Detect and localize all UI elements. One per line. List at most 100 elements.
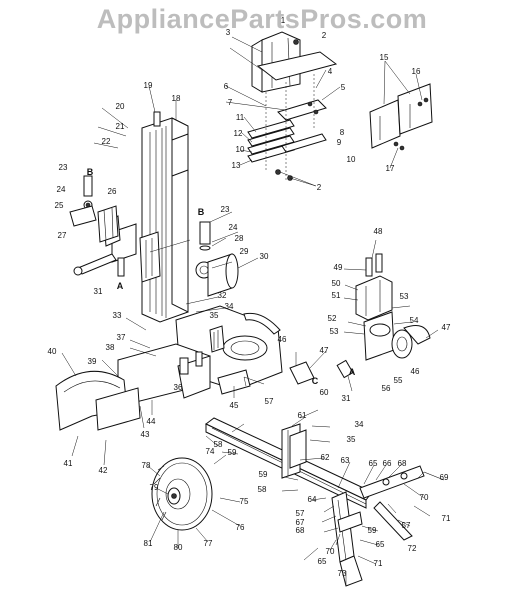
callout-35-2: 35 [347, 435, 356, 444]
callout-65: 65 [369, 459, 378, 468]
callout-8: 8 [340, 128, 345, 137]
tongue-beam [205, 417, 373, 509]
callout-b: B [87, 167, 94, 177]
callout-29: 29 [240, 247, 249, 256]
callout-71: 71 [442, 514, 451, 523]
callout-81: 81 [144, 539, 153, 548]
callout-68-2: 68 [296, 526, 305, 535]
callout-a-2: A [349, 367, 356, 377]
callout-41: 41 [64, 459, 73, 468]
callout-80: 80 [174, 543, 183, 552]
callout-79: 79 [150, 483, 159, 492]
callout-38: 38 [106, 343, 115, 352]
callout-47-2: 47 [442, 323, 451, 332]
watermark: AppliancePartsPros.com [96, 4, 428, 34]
callout-57-3: 57 [402, 521, 411, 530]
callout-10-2: 10 [347, 155, 356, 164]
wheel [151, 457, 213, 531]
callout-59: 59 [228, 448, 237, 457]
callout-16: 16 [412, 67, 421, 76]
callout-75: 75 [240, 497, 249, 506]
callout-25: 25 [55, 201, 64, 210]
callout-15: 15 [380, 53, 389, 62]
jack-stand [331, 491, 363, 587]
callout-34-2: 34 [355, 420, 364, 429]
callout-22: 22 [102, 137, 111, 146]
callout-70-2: 70 [326, 547, 335, 556]
callout-57: 57 [265, 397, 274, 406]
callout-18: 18 [172, 94, 181, 103]
callout-35: 35 [210, 311, 219, 320]
pump-assembly [289, 253, 431, 385]
callout-56: 56 [382, 384, 391, 393]
callout-50: 50 [332, 279, 341, 288]
callout-33: 33 [113, 311, 122, 320]
callout-58: 58 [214, 440, 223, 449]
callout-54: 54 [410, 316, 419, 325]
callout-57-2: 57 [296, 509, 305, 518]
callout-71-2: 71 [374, 559, 383, 568]
bracket-assembly [247, 31, 338, 181]
callout-47: 47 [320, 346, 329, 355]
callout-51: 51 [332, 291, 341, 300]
callout-48: 48 [374, 227, 383, 236]
callout-55: 55 [394, 376, 403, 385]
callout-77: 77 [204, 539, 213, 548]
callout-3: 3 [226, 28, 231, 37]
callout-49: 49 [334, 263, 343, 272]
callout-59-2: 59 [259, 470, 268, 479]
callout-b-2: B [198, 207, 205, 217]
main-frame [117, 343, 251, 403]
hitch-assembly [359, 465, 445, 541]
callout-59-3: 59 [368, 526, 377, 535]
callout-42: 42 [99, 466, 108, 475]
callout-13: 13 [232, 161, 241, 170]
callout-45: 45 [230, 401, 239, 410]
callout-53-2: 53 [330, 327, 339, 336]
callout-46: 46 [278, 335, 287, 344]
callout-27: 27 [58, 231, 67, 240]
callout-52: 52 [328, 314, 337, 323]
callout-40: 40 [48, 347, 57, 356]
callout-17: 17 [386, 164, 395, 173]
callout-68: 68 [398, 459, 407, 468]
callout-70: 70 [420, 493, 429, 502]
side-guide-plates [369, 83, 433, 151]
callout-76: 76 [236, 523, 245, 532]
callout-19: 19 [144, 81, 153, 90]
callout-65-2: 65 [376, 540, 385, 549]
upright-beam [141, 111, 189, 323]
callout-23-2: 23 [221, 205, 230, 214]
callout-32: 32 [218, 291, 227, 300]
callout-31-2: 31 [342, 394, 351, 403]
callout-5: 5 [341, 83, 346, 92]
callout-c: C [312, 376, 319, 386]
callout-labels: 1223456789101011121315161718192021222323… [48, 16, 451, 578]
callout-60: 60 [320, 388, 329, 397]
callout-74: 74 [206, 447, 215, 456]
callout-61: 61 [298, 411, 307, 420]
callout-62: 62 [321, 453, 330, 462]
callout-34: 34 [225, 302, 234, 311]
callout-21: 21 [116, 122, 125, 131]
callout-20: 20 [116, 102, 125, 111]
callout-31: 31 [94, 287, 103, 296]
callout-72: 72 [408, 544, 417, 553]
callout-64: 64 [308, 495, 317, 504]
callout-37: 37 [117, 333, 126, 342]
callout-28: 28 [235, 234, 244, 243]
callout-58-2: 58 [258, 485, 267, 494]
callout-12: 12 [234, 129, 243, 138]
callout-78: 78 [142, 461, 151, 470]
callout-24: 24 [57, 185, 66, 194]
hydraulic-cylinder [195, 221, 239, 297]
callout-53: 53 [400, 292, 409, 301]
callout-65-3: 65 [318, 557, 327, 566]
callout-46-2: 46 [411, 367, 420, 376]
callout-24-2: 24 [229, 223, 238, 232]
valve-handle [69, 175, 125, 277]
callout-a: A [117, 281, 124, 291]
callout-36: 36 [174, 383, 183, 392]
callout-6: 6 [224, 82, 229, 91]
